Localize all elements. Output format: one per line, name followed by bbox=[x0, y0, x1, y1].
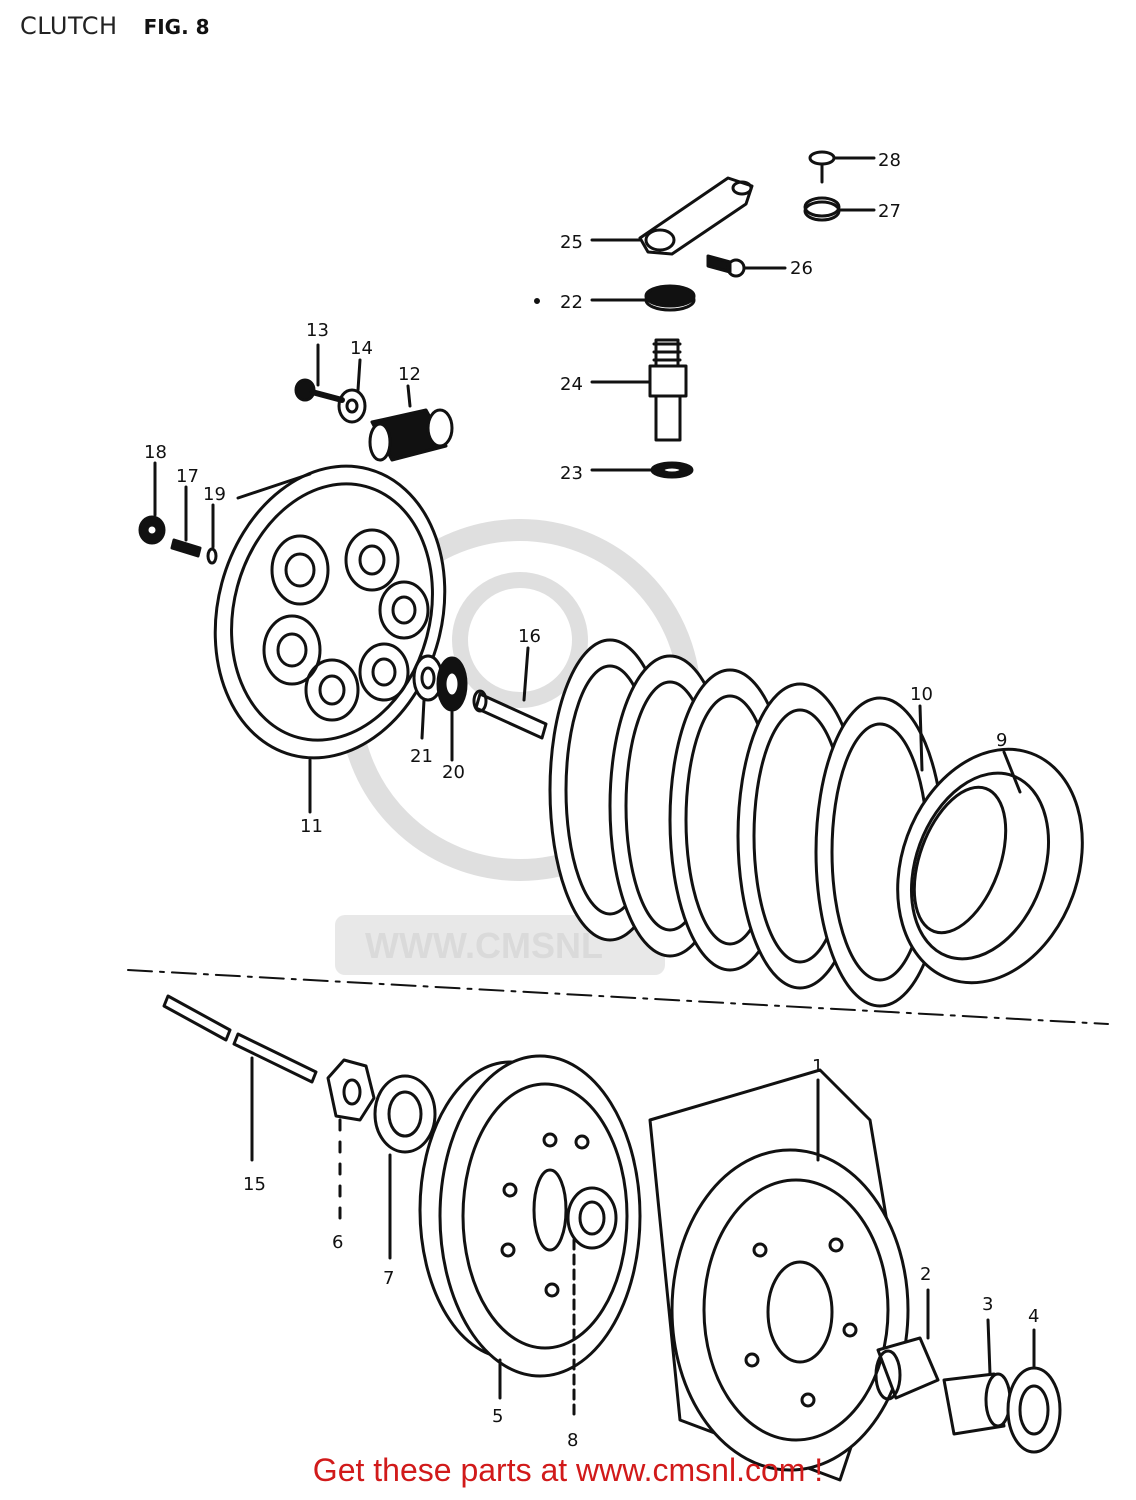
part-label-26: 26 bbox=[790, 258, 813, 279]
ring-19 bbox=[206, 503, 218, 565]
part-label-8: 8 bbox=[567, 1430, 578, 1451]
pins-15 bbox=[162, 994, 318, 1162]
washer-14 bbox=[337, 358, 367, 424]
part-label-2: 2 bbox=[920, 1264, 931, 1285]
part-label-17: 17 bbox=[176, 466, 199, 487]
part-label-24: 24 bbox=[560, 374, 583, 395]
part-label-19: 19 bbox=[203, 484, 226, 505]
clutch-plate-9 bbox=[896, 747, 1084, 985]
release-shaft-24 bbox=[590, 338, 688, 442]
part-label-28: 28 bbox=[878, 150, 901, 171]
center-line bbox=[127, 969, 1109, 1025]
part-label-4: 4 bbox=[1028, 1306, 1039, 1327]
part-label-12: 12 bbox=[398, 364, 421, 385]
screw-28 bbox=[808, 150, 876, 184]
nut-18 bbox=[138, 461, 166, 545]
clutch-sleeve-hub-5 bbox=[418, 1054, 642, 1400]
primary-driven-gear-1 bbox=[648, 1068, 910, 1482]
bolt-26 bbox=[706, 254, 787, 278]
part-labels: 28 27 25 26 22 24 23 13 14 12 18 17 19 1… bbox=[144, 150, 1039, 1451]
thrust-piece-20 bbox=[436, 656, 468, 762]
seal-22 bbox=[534, 284, 696, 312]
push-rod-16 bbox=[472, 646, 548, 740]
figure-number: FIG. 8 bbox=[143, 15, 210, 39]
part-label-6: 6 bbox=[332, 1232, 343, 1253]
part-label-25: 25 bbox=[560, 232, 583, 253]
part-label-23: 23 bbox=[560, 463, 583, 484]
clutch-plates-10 bbox=[548, 638, 946, 1008]
part-label-13: 13 bbox=[306, 320, 329, 341]
part-label-11: 11 bbox=[300, 816, 323, 837]
part-label-20: 20 bbox=[442, 762, 465, 783]
part-label-22: 22 bbox=[560, 292, 583, 313]
promo-link[interactable]: Get these parts at www.cmsnl.com ! bbox=[312, 1452, 824, 1488]
pressure-plate-11 bbox=[213, 464, 447, 814]
washer-23 bbox=[590, 461, 694, 479]
part-label-5: 5 bbox=[492, 1406, 503, 1427]
lever-25 bbox=[590, 176, 754, 256]
pin-17 bbox=[170, 485, 202, 558]
page-title: CLUTCH bbox=[20, 12, 118, 40]
part-label-10: 10 bbox=[910, 684, 933, 705]
part-label-15: 15 bbox=[243, 1174, 266, 1195]
part-label-3: 3 bbox=[982, 1294, 993, 1315]
part-label-27: 27 bbox=[878, 201, 901, 222]
spacer-3 bbox=[942, 1318, 1012, 1436]
needle-bearing-2 bbox=[874, 1288, 940, 1401]
lock-washer-7 bbox=[373, 1074, 437, 1260]
thrust-washer-8 bbox=[566, 1186, 618, 1420]
spring-12 bbox=[368, 384, 454, 462]
part-label-18: 18 bbox=[144, 442, 167, 463]
part-label-7: 7 bbox=[383, 1268, 394, 1289]
bearing-21 bbox=[412, 654, 444, 740]
watermark-text: WWW.CMSNL bbox=[365, 925, 603, 966]
thrust-washer-4 bbox=[1006, 1328, 1062, 1454]
part-label-9: 9 bbox=[996, 730, 1007, 751]
part-label-1: 1 bbox=[812, 1056, 823, 1077]
washer-27 bbox=[803, 196, 876, 222]
header: CLUTCH FIG. 8 bbox=[20, 12, 210, 48]
part-label-14: 14 bbox=[350, 338, 373, 359]
part-label-16: 16 bbox=[518, 626, 541, 647]
nut-6 bbox=[326, 1058, 376, 1220]
part-label-21: 21 bbox=[410, 746, 433, 767]
bolt-13 bbox=[294, 343, 345, 403]
